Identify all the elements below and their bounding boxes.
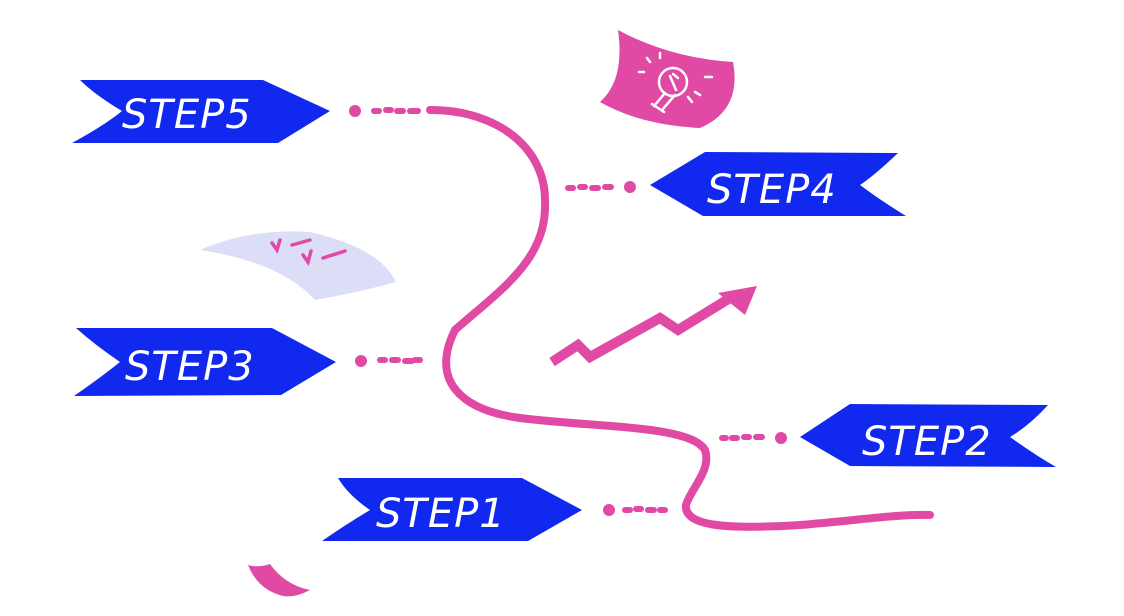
checklist-icon <box>200 231 396 300</box>
step4-banner: STEP4 <box>650 152 906 216</box>
step5-label: STEP5 <box>122 92 252 138</box>
step4-label: STEP4 <box>707 167 837 213</box>
step1-banner: STEP1 <box>322 478 582 541</box>
step3-label: STEP3 <box>125 344 255 390</box>
lightbulb-icon <box>600 30 735 128</box>
roadmap-path <box>426 106 934 531</box>
trend-arrow-icon <box>549 286 757 367</box>
step1-label: STEP1 <box>376 491 506 537</box>
step3-banner: STEP3 <box>74 328 336 396</box>
step2-banner: STEP2 <box>800 404 1056 467</box>
decorative-scrap <box>248 564 310 597</box>
step5-banner: STEP5 <box>72 80 330 143</box>
step2-label: STEP2 <box>862 419 992 465</box>
connectors <box>349 105 787 516</box>
